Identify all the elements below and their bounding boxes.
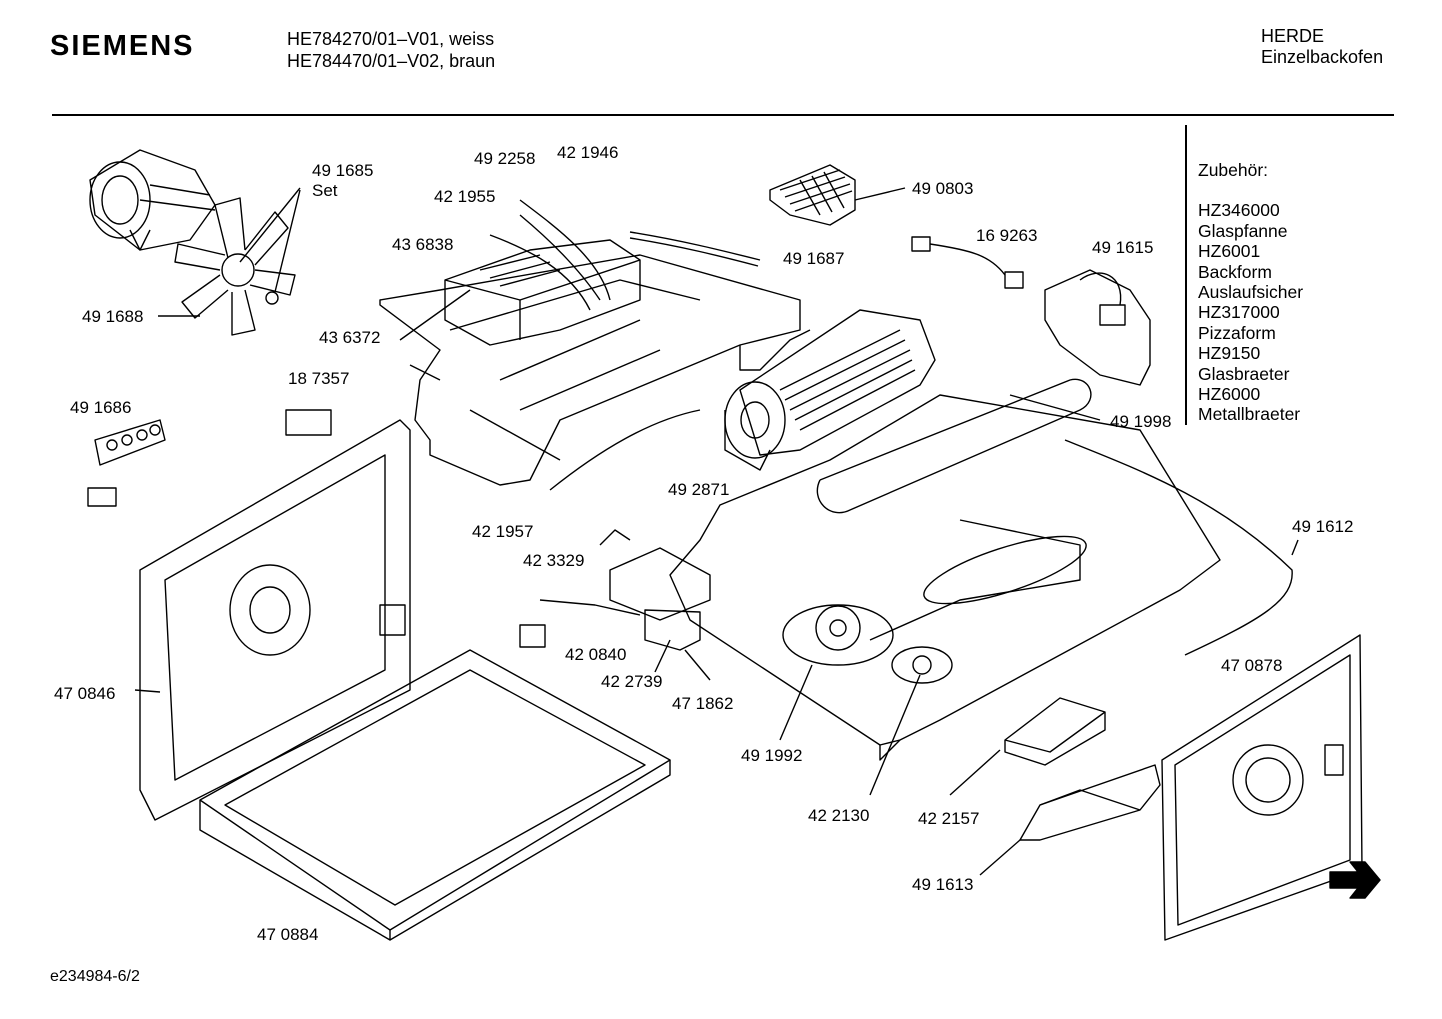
header-divider [52,114,1394,116]
door-lock-part [1044,269,1151,386]
part-label: 49 1688 [82,307,144,326]
part-label: 42 2157 [918,809,980,828]
rear-wall-part [139,419,411,821]
part-label: 47 0878 [1221,656,1283,675]
part-label: 18 7357 [288,369,350,388]
part-label: 47 0884 [257,925,319,944]
leader-line [949,749,1001,796]
leader-line [979,839,1021,876]
accessory-item: Auslaufsicher [1198,282,1304,303]
heater-box-part [1004,697,1106,766]
part-label: 49 1685 [312,161,374,180]
leader-line [1009,394,1101,421]
leader-line [854,187,906,201]
cable-part [629,231,761,267]
leader-line [654,639,671,673]
set-label: Set [312,181,338,200]
front-panel-part [1161,634,1363,941]
part-label: 16 9263 [976,226,1038,245]
leader-line [779,664,813,741]
oven-top-part [669,378,1221,761]
accessory-item: HZ346000 [1198,200,1280,221]
cooling-frame-part [379,254,811,486]
accessory-item: Glaspfanne [1198,220,1288,241]
part-label: 42 1957 [472,522,534,541]
part-label: 43 6372 [319,328,381,347]
accessory-item: HZ6000 [1198,384,1261,405]
connector-part [911,236,1024,289]
sensor-cable-part [1064,439,1293,656]
floor-plate-part [199,649,671,941]
fan-blade-part [174,197,296,336]
next-page-arrow-icon [1329,861,1381,899]
leader-line [409,364,441,381]
part-label: 42 0840 [565,645,627,664]
part-label: 49 1687 [783,249,845,268]
accessory-item: Backform [1198,261,1272,282]
terminal-block-part [94,419,166,466]
part-label: 43 6838 [392,235,454,254]
document-reference: e234984-6/2 [50,968,140,985]
accessory-item: HZ9150 [1198,343,1261,364]
part-label: 49 1613 [912,875,974,894]
part-label: 49 1992 [741,746,803,765]
part-label: 42 3329 [523,551,585,570]
part-label: 49 0803 [912,179,974,198]
part-label: 42 2130 [808,806,870,825]
part-label: 42 2739 [601,672,663,691]
leader-line [399,289,471,341]
accessory-item: Glasbraeter [1198,363,1290,384]
model-list: HE784270/01–V01, weiss HE784470/01–V02, … [287,28,495,72]
part-label: 49 1686 [70,398,132,417]
brand-logo: SIEMENS [50,30,195,62]
part-label: 42 1946 [557,143,619,162]
category: HERDE Einzelbackofen [1261,26,1383,68]
category-line-2: Einzelbackofen [1261,47,1384,67]
accessory-item: HZ317000 [1198,302,1280,323]
accessories-divider [1185,125,1187,425]
heat-sink-part [769,164,856,226]
leader-line [134,689,161,693]
part-label: 42 1955 [434,187,496,206]
part-label: 49 2871 [668,480,730,499]
accessories-list: Zubehör: HZ346000 Glaspfanne HZ6001 Back… [1198,160,1303,425]
circulation-fan-part [782,604,953,684]
switch-part [87,487,117,507]
leader-line [239,187,301,293]
model-line-2: HE784470/01–V02, braun [287,51,496,71]
accessory-item: Metallbraeter [1198,404,1301,425]
air-duct-part [1019,764,1161,841]
part-label: 47 1862 [672,694,734,713]
part-label: 49 1615 [1092,238,1154,257]
model-line-1: HE784270/01–V01, weiss [287,29,495,49]
accessory-item: HZ6001 [1198,241,1261,262]
category-line-1: HERDE [1261,26,1325,46]
wiring-harness-part [489,199,701,491]
leader-line [684,649,711,681]
thermal-fuse-part [285,409,332,436]
accessories-heading: Zubehör: [1198,160,1269,180]
part-label: 47 0846 [54,684,116,703]
leader-line [1291,539,1299,556]
leader-line [869,674,921,796]
relay-module-part [519,529,711,651]
part-label: 49 1998 [1110,412,1172,431]
accessory-item: Pizzaform [1198,322,1276,343]
fan-motor-part [89,149,216,251]
cross-flow-fan-part [724,309,936,471]
part-label: 49 1612 [1292,517,1354,536]
transformer-part [444,239,641,346]
part-label: 49 2258 [474,149,536,168]
